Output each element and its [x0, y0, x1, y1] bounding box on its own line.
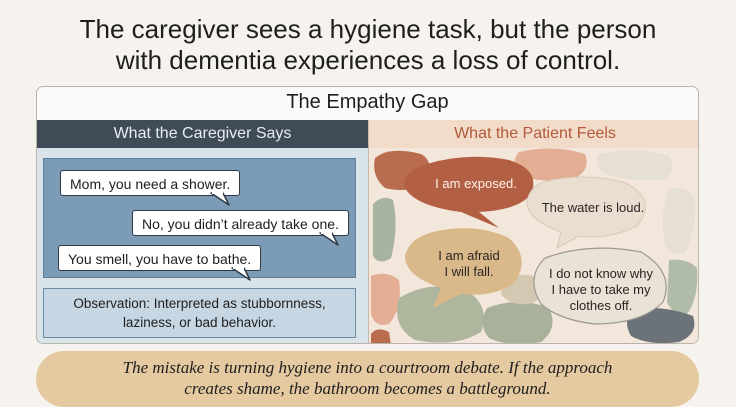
- feeling-why-line-2: I have to take my: [551, 282, 651, 297]
- caregiver-speech-area: Mom, you need a shower. No, you didn’t a…: [43, 158, 356, 281]
- feelings-mosaic: [371, 148, 698, 343]
- observation-line-2: laziness, or bad behavior.: [122, 315, 277, 330]
- mosaic-shape: [373, 197, 396, 262]
- speech-tail-icon: [319, 232, 339, 246]
- conclusion-banner: The mistake is turning hygiene into a co…: [36, 351, 699, 407]
- feeling-why-line-3: clothes off.: [569, 298, 633, 313]
- mosaic-shape: [627, 308, 695, 343]
- feeling-bubble-water: [526, 176, 646, 249]
- caregiver-quote-text: Mom, you need a shower.: [70, 176, 231, 192]
- feeling-afraid-line-1: I am afraid: [438, 248, 500, 263]
- caregiver-panel: Mom, you need a shower. No, you didn’t a…: [37, 148, 368, 343]
- feeling-exposed-text: I am exposed.: [435, 176, 517, 191]
- mosaic-shape: [597, 150, 673, 181]
- feeling-afraid-line-2: I will fall.: [444, 264, 494, 279]
- patient-panel: I am exposed. The water is loud. I am af…: [368, 148, 698, 343]
- caregiver-quote-bubble: You smell, you have to bathe.: [58, 245, 262, 281]
- feeling-bubble-afraid: [405, 228, 522, 308]
- patient-column-heading: What the Patient Feels: [368, 120, 698, 148]
- mosaic-shape: [371, 329, 391, 343]
- feeling-bubble-why: [533, 247, 667, 325]
- observation-line-1: Observation: Interpreted as stubbornness…: [73, 296, 326, 311]
- caregiver-quote-bubble: No, you didn’t already take one.: [132, 210, 349, 246]
- mosaic-shape: [667, 259, 698, 315]
- speech-tail-icon: [231, 267, 251, 281]
- caregiver-quote-bubble: Mom, you need a shower.: [60, 170, 241, 206]
- mosaic-shape: [397, 286, 484, 343]
- feeling-why-line-1: I do not know why: [548, 266, 654, 281]
- feeling-bubble-exposed: [404, 156, 534, 228]
- mosaic-shape: [662, 187, 696, 254]
- headline: The caregiver sees a hygiene task, but t…: [0, 14, 736, 76]
- banner-line-1: The mistake is turning hygiene into a co…: [122, 358, 613, 377]
- mosaic-shape: [371, 273, 400, 325]
- caregiver-quote-text: No, you didn’t already take one.: [142, 216, 339, 232]
- feeling-water-text: The water is loud.: [541, 200, 645, 215]
- empathy-gap-title: The Empathy Gap: [286, 91, 449, 113]
- headline-line-2: with dementia experiences a loss of cont…: [115, 45, 621, 75]
- feeling-afraid-text: I am afraid I will fall.: [419, 248, 519, 280]
- caregiver-quote-text: You smell, you have to bathe.: [68, 251, 252, 267]
- headline-line-1: The caregiver sees a hygiene task, but t…: [79, 14, 657, 44]
- empathy-gap-card: The Empathy Gap What the Caregiver Says …: [36, 86, 699, 344]
- banner-line-2: creates shame, the bathroom becomes a ba…: [184, 379, 551, 398]
- speech-tail-icon: [210, 192, 231, 206]
- mosaic-shape: [514, 148, 587, 181]
- caregiver-column-heading: What the Caregiver Says: [37, 120, 368, 148]
- observation-box: Observation: Interpreted as stubbornness…: [43, 288, 356, 338]
- feeling-why-text: I do not know why I have to take my clot…: [541, 266, 661, 314]
- mosaic-shape: [482, 302, 553, 343]
